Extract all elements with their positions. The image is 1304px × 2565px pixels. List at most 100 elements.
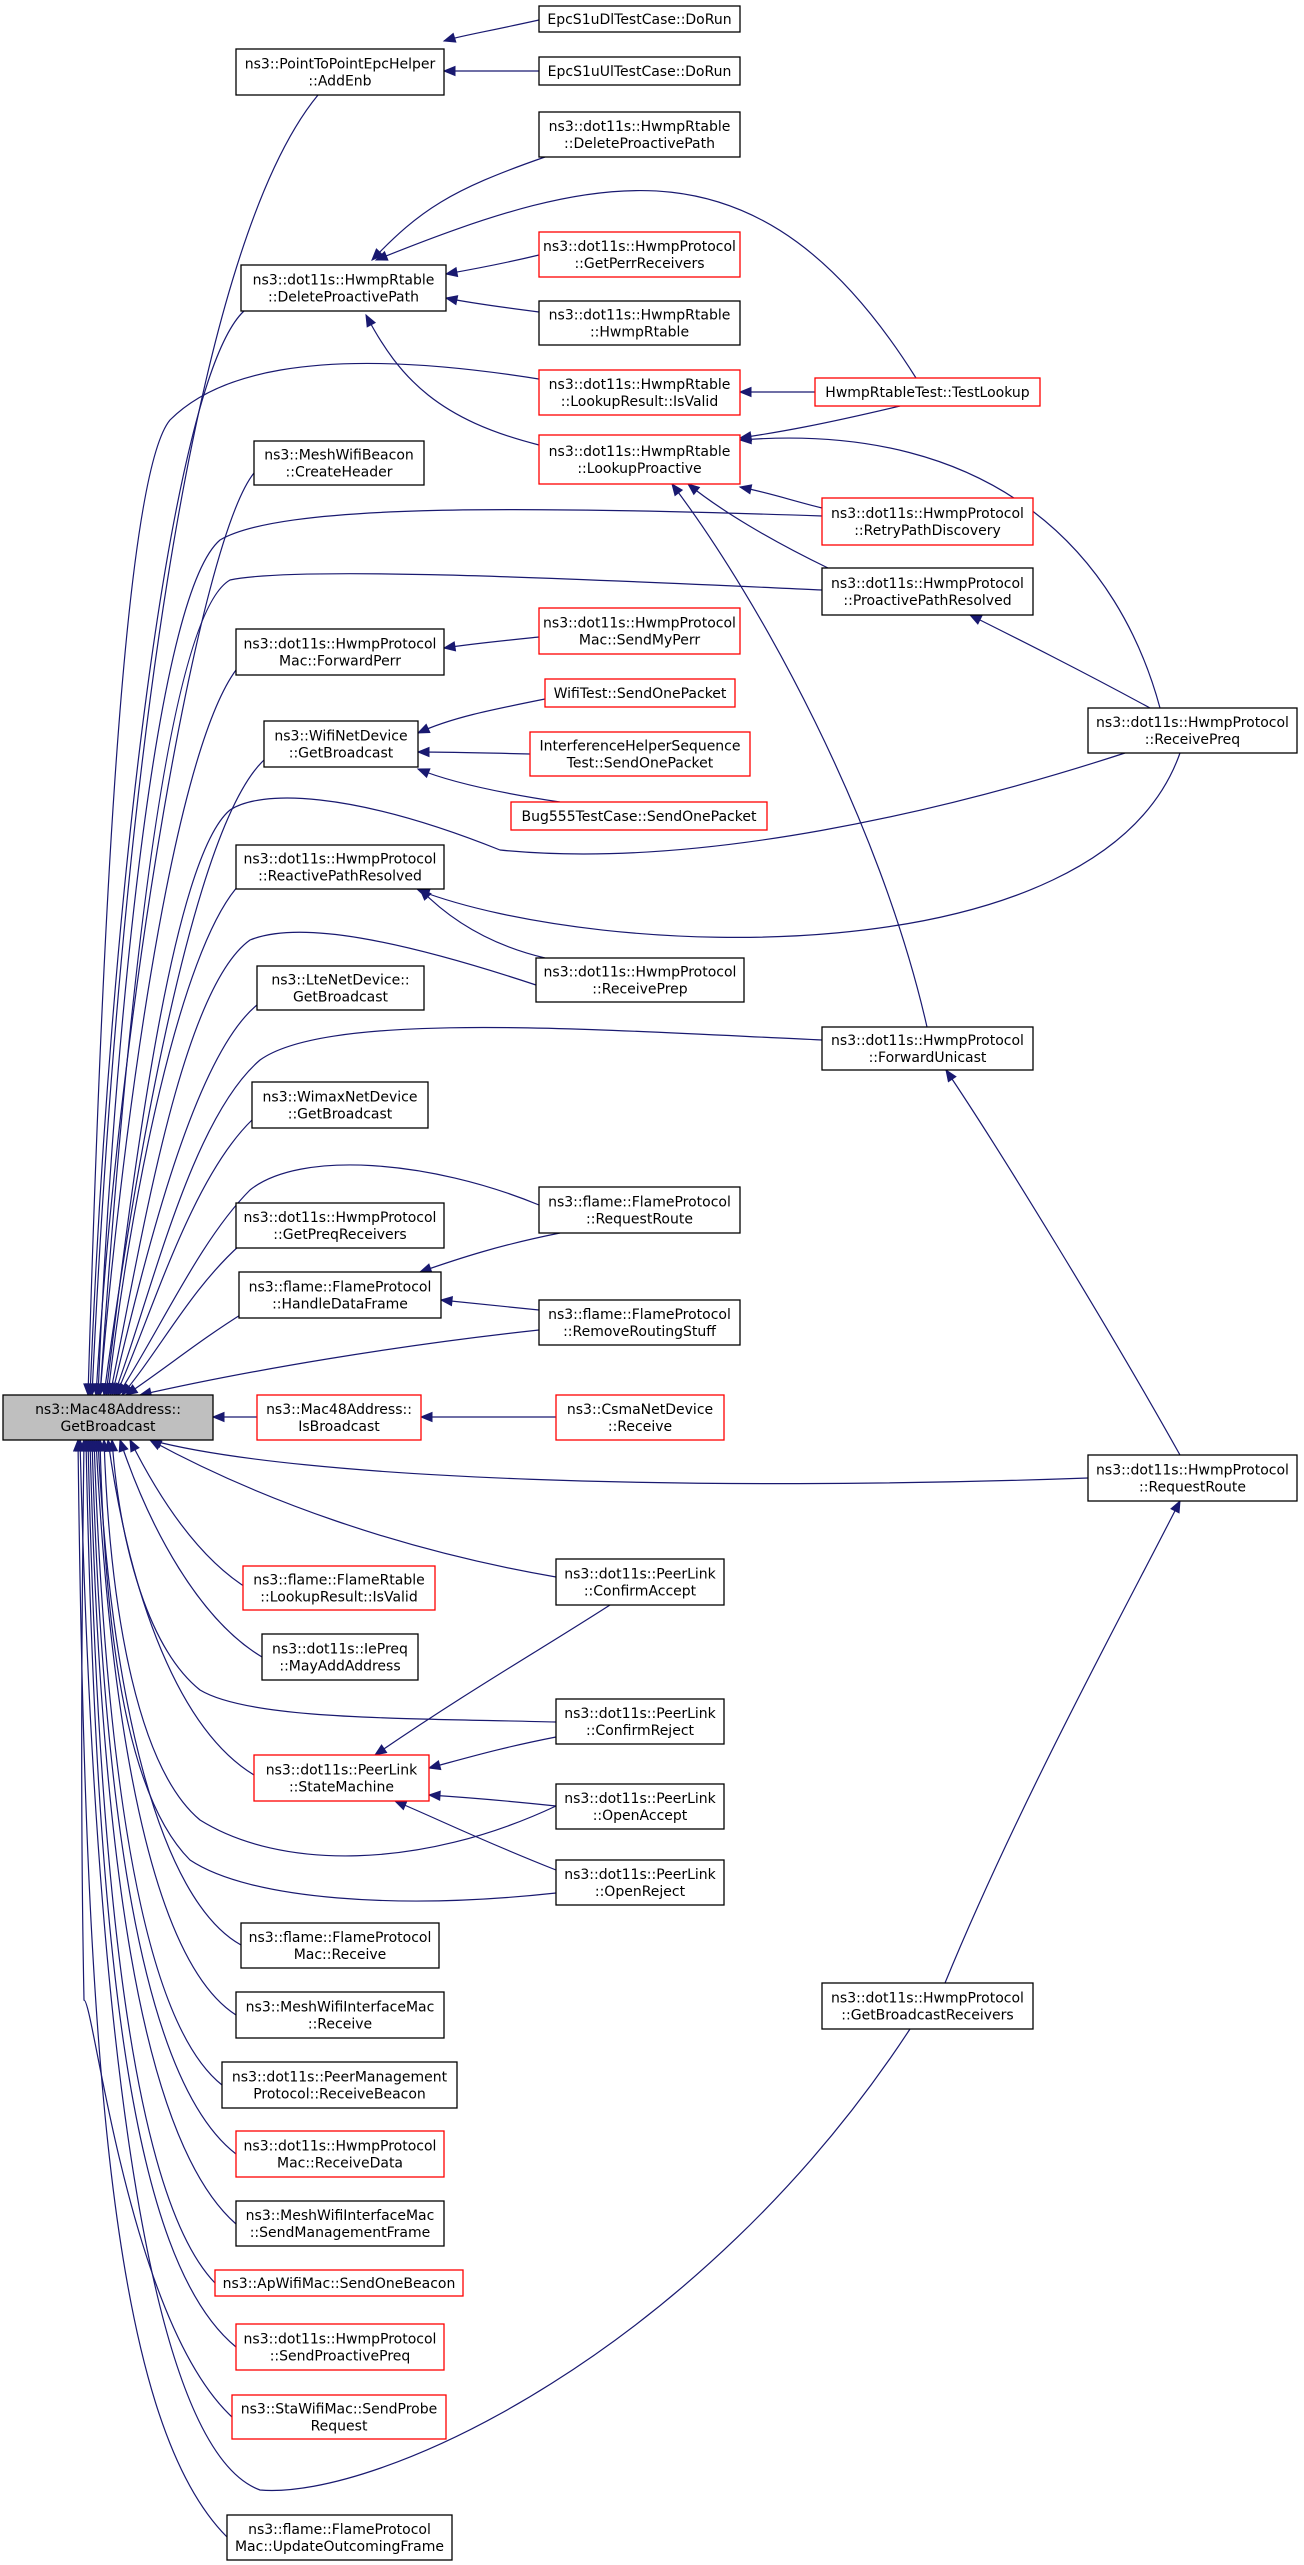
node-label-line: ::ProactivePathResolved xyxy=(843,593,1011,609)
edge-retrypath-to-lookupproactive xyxy=(739,486,823,509)
node-lookupproactive[interactable]: ns3::dot11s::HwmpRtable::LookupProactive xyxy=(538,434,741,485)
node-getpreq[interactable]: ns3::dot11s::HwmpProtocol::GetPreqReceiv… xyxy=(235,1202,445,1249)
node-apwifi[interactable]: ns3::ApWifiMac::SendOneBeacon xyxy=(214,2269,464,2297)
edge-testlookup-to-lookupproactive xyxy=(739,405,901,439)
node-label-line: ns3::dot11s::HwmpProtocol xyxy=(244,1210,437,1226)
node-retrypath[interactable]: ns3::dot11s::HwmpProtocol::RetryPathDisc… xyxy=(821,497,1034,546)
node-statemachine[interactable]: ns3::dot11s::PeerLink::StateMachine xyxy=(253,1754,430,1802)
node-hwmpreqroute[interactable]: ns3::dot11s::HwmpProtocol::RequestRoute xyxy=(1087,1454,1298,1502)
node-peermgmt[interactable]: ns3::dot11s::PeerManagementProtocol::Rec… xyxy=(221,2061,458,2109)
node-epcul[interactable]: EpcS1uUlTestCase::DoRun xyxy=(538,56,741,86)
edge-stawifi-to-root xyxy=(81,1439,233,2418)
node-box xyxy=(240,1922,440,1969)
node-propathres[interactable]: ns3::dot11s::HwmpProtocol::ProactivePath… xyxy=(821,567,1034,616)
node-receivepreq[interactable]: ns3::dot11s::HwmpProtocol::ReceivePreq xyxy=(1087,707,1298,754)
node-recvdata[interactable]: ns3::dot11s::HwmpProtocolMac::ReceiveDat… xyxy=(235,2130,445,2178)
node-label-line: ns3::dot11s::HwmpRtable xyxy=(549,377,731,393)
node-epcdl[interactable]: EpcS1uDlTestCase::DoRun xyxy=(538,5,741,33)
node-interf[interactable]: InterferenceHelperSequenceTest::SendOneP… xyxy=(529,731,751,777)
edge-interf-to-wifinet-arrowhead xyxy=(416,746,430,758)
node-testlookup[interactable]: HwmpRtableTest::TestLookup xyxy=(814,377,1041,407)
node-label-line: ::GetPerrReceivers xyxy=(574,256,704,272)
node-box xyxy=(235,628,445,676)
node-fwdunicast[interactable]: ns3::dot11s::HwmpProtocol::ForwardUnicas… xyxy=(821,1026,1034,1071)
node-label-line: ::RemoveRoutingStuff xyxy=(563,1324,716,1340)
edge-openaccept-to-root xyxy=(103,1439,557,1857)
node-removerouting[interactable]: ns3::flame::FlameProtocol::RemoveRouting… xyxy=(538,1299,741,1346)
edge-confirmaccept-to-root xyxy=(149,1439,557,1578)
node-sendprpreq[interactable]: ns3::dot11s::HwmpProtocol::SendProactive… xyxy=(235,2323,445,2371)
edge-confirmreject-to-statemachine-arrowhead xyxy=(427,1759,442,1771)
node-box xyxy=(821,1026,1034,1071)
node-label-line: ns3::dot11s::HwmpRtable xyxy=(549,308,731,324)
node-updateout[interactable]: ns3::flame::FlameProtocolMac::UpdateOutc… xyxy=(226,2514,453,2561)
edge-removerouting-to-handledata-arrowhead xyxy=(439,1295,453,1307)
node-box xyxy=(555,1783,725,1830)
node-openreject[interactable]: ns3::dot11s::PeerLink::OpenReject xyxy=(555,1859,725,1906)
node-box xyxy=(538,56,741,86)
node-label-line: ::HandleDataFrame xyxy=(272,1297,408,1313)
node-confirmreject[interactable]: ns3::dot11s::PeerLink::ConfirmReject xyxy=(555,1698,725,1745)
node-label-line: ns3::dot11s::HwmpProtocol xyxy=(244,637,437,653)
node-label-line: ::GetBroadcast xyxy=(288,1107,393,1123)
node-box xyxy=(235,2130,445,2178)
edge-recvdata-to-root xyxy=(91,1439,237,2155)
node-box xyxy=(555,1558,725,1606)
edge-openreject-to-statemachine xyxy=(394,1800,557,1871)
node-label-line: Mac::SendMyPerr xyxy=(579,633,700,649)
node-p2p[interactable]: ns3::PointToPointEpcHelper::AddEnb xyxy=(235,48,445,96)
node-csma[interactable]: ns3::CsmaNetDevice::Receive xyxy=(555,1394,725,1441)
node-meshifrecv[interactable]: ns3::MeshWifiInterfaceMac::Receive xyxy=(235,1991,445,2039)
node-iepreq[interactable]: ns3::dot11s::IePreq::MayAddAddress xyxy=(261,1633,419,1681)
node-fwdperr[interactable]: ns3::dot11s::HwmpProtocolMac::ForwardPer… xyxy=(235,628,445,676)
node-confirmaccept[interactable]: ns3::dot11s::PeerLink::ConfirmAccept xyxy=(555,1558,725,1606)
node-meshbeacon[interactable]: ns3::MeshWifiBeacon::CreateHeader xyxy=(253,440,425,486)
node-label-line: ::ConfirmAccept xyxy=(584,1584,697,1600)
edge-confirmreject-to-statemachine xyxy=(428,1736,557,1769)
node-label-line: InterferenceHelperSequence xyxy=(540,739,741,755)
node-wifitest[interactable]: WifiTest::SendOnePacket xyxy=(544,678,736,708)
node-label-line: ::ConfirmReject xyxy=(586,1723,695,1739)
node-label-line: ns3::PointToPointEpcHelper xyxy=(245,57,436,73)
node-flamertable[interactable]: ns3::flame::FlameRtable::LookupResult::I… xyxy=(242,1565,436,1611)
node-getbcastrecv[interactable]: ns3::dot11s::HwmpProtocol::GetBroadcastR… xyxy=(821,1982,1034,2030)
node-receiveprep[interactable]: ns3::dot11s::HwmpProtocol::ReceivePrep xyxy=(535,957,745,1003)
node-reactive[interactable]: ns3::dot11s::HwmpProtocol::ReactivePathR… xyxy=(235,844,445,890)
node-flamereq[interactable]: ns3::flame::FlameProtocol::RequestRoute xyxy=(538,1186,741,1234)
node-getperr[interactable]: ns3::dot11s::HwmpProtocol::GetPerrReceiv… xyxy=(538,231,741,278)
edge-fwdunicast-to-root xyxy=(113,1026,823,1396)
node-hwmprtable[interactable]: ns3::dot11s::HwmpRtable::HwmpRtable xyxy=(538,300,741,346)
node-openaccept[interactable]: ns3::dot11s::PeerLink::OpenAccept xyxy=(555,1783,725,1830)
node-label-line: ::RetryPathDiscovery xyxy=(854,523,1001,539)
node-label-line: ::ReceivePrep xyxy=(592,982,688,998)
node-box xyxy=(238,1271,442,1319)
node-lte[interactable]: ns3::LteNetDevice::GetBroadcast xyxy=(256,965,425,1011)
node-delproR[interactable]: ns3::dot11s::HwmpRtable::DeleteProactive… xyxy=(538,111,741,158)
node-label-line: GetBroadcast xyxy=(293,990,389,1006)
node-label-line: ns3::StaWifiMac::SendProbe xyxy=(241,2402,437,2418)
node-wimax[interactable]: ns3::WimaxNetDevice::GetBroadcast xyxy=(251,1081,429,1129)
node-label-line: ns3::dot11s::HwmpProtocol xyxy=(831,506,1024,522)
node-delproL[interactable]: ns3::dot11s::HwmpRtable::DeleteProactive… xyxy=(240,264,447,312)
node-label-line: ::RequestRoute xyxy=(586,1212,693,1228)
node-root[interactable]: ns3::Mac48Address::GetBroadcast xyxy=(2,1394,214,1441)
node-box xyxy=(231,2394,447,2440)
node-box xyxy=(261,1633,419,1681)
node-wifinet[interactable]: ns3::WifiNetDevice::GetBroadcast xyxy=(263,720,419,768)
node-label-line: ::GetBroadcast xyxy=(289,746,394,762)
node-label-line: ns3::flame::FlameProtocol xyxy=(248,2522,431,2538)
node-label-line: ::AddEnb xyxy=(308,74,371,90)
edge-wifitest-to-wifinet-arrowhead xyxy=(416,723,431,734)
edge-flamereq-to-root xyxy=(117,1164,540,1396)
node-isbroadcast[interactable]: ns3::Mac48Address::IsBroadcast xyxy=(256,1394,422,1441)
node-lrvalid[interactable]: ns3::dot11s::HwmpRtable::LookupResult::I… xyxy=(538,369,741,416)
node-bug555[interactable]: Bug555TestCase::SendOnePacket xyxy=(510,801,768,831)
node-handledata[interactable]: ns3::flame::FlameProtocol::HandleDataFra… xyxy=(238,1271,442,1319)
edge-removerouting-to-root xyxy=(139,1329,540,1396)
node-box xyxy=(256,1394,422,1441)
edge-lrvalid-to-root-arrowhead xyxy=(83,1383,94,1397)
node-sendmgmt[interactable]: ns3::MeshWifiInterfaceMac::SendManagemen… xyxy=(235,2200,445,2247)
